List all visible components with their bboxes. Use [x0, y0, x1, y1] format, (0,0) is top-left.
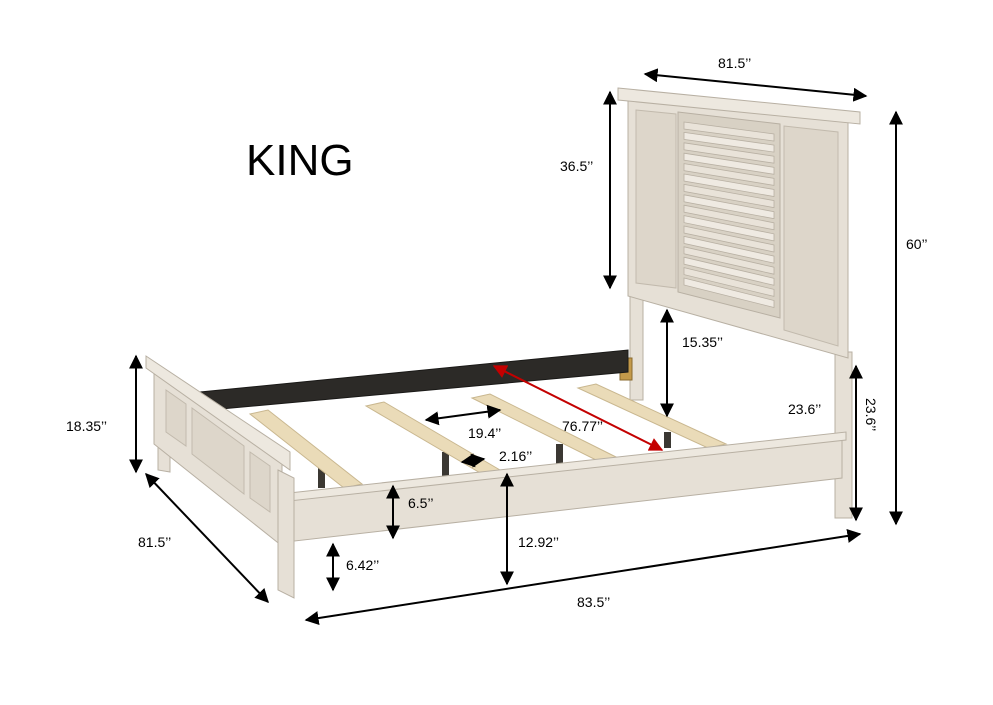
rail-brackets — [318, 432, 671, 488]
label-footboard-width: 81.5’’ — [138, 534, 171, 550]
louver-slat — [683, 204, 775, 231]
louver-slat — [683, 215, 775, 242]
label-headboard-post: 23.6’’ — [788, 401, 821, 417]
label-footboard-height: 18.35’’ — [66, 418, 107, 434]
arrow-slat-width — [460, 453, 486, 468]
louver-slat — [683, 163, 775, 186]
label-slat-spacing: 19.4’’ — [468, 425, 501, 441]
arrow-slat-spacing — [424, 404, 502, 426]
label-headboard-panel: 36.5’’ — [560, 158, 593, 174]
label-slat-width: 2.16’’ — [499, 448, 532, 464]
louver-slat — [683, 121, 775, 142]
label-rail-clearance: 12.92’’ — [518, 534, 559, 550]
label-headboard-post-rotated: 23.6’’ — [863, 398, 879, 431]
louver-slat — [683, 267, 775, 297]
size-title: KING — [246, 136, 354, 185]
headboard — [617, 87, 861, 519]
arrow-overall-length — [304, 529, 862, 625]
louver-slat — [683, 152, 775, 175]
footboard-right-leg — [277, 469, 295, 599]
arrow-footboard-width — [145, 472, 269, 604]
headboard-left-inset — [635, 109, 677, 289]
dimension-lines — [129, 68, 903, 625]
headboard-left-leg — [629, 289, 644, 401]
label-rail-length-inner: 76.77’’ — [562, 418, 603, 434]
louver-slat — [683, 225, 775, 253]
label-leg-height: 6.42’’ — [346, 557, 379, 573]
label-post-to-rail: 15.35’’ — [682, 334, 723, 350]
louver-slat — [683, 246, 775, 275]
louver-slat — [683, 235, 775, 264]
louver-slats — [683, 121, 775, 309]
louver-slat — [683, 194, 775, 220]
slat — [576, 383, 728, 449]
headboard-right-inset — [783, 125, 839, 347]
arrow-headboard-width — [643, 68, 868, 102]
label-overall-height: 60’’ — [906, 236, 928, 252]
louver-slat — [683, 131, 775, 153]
louver-slat — [683, 142, 775, 164]
arrow-rail-length-inner — [492, 365, 664, 451]
louver-slat — [683, 277, 775, 309]
louver-slat — [683, 173, 775, 197]
label-side-rail-height: 6.5’’ — [408, 495, 433, 511]
label-overall-length: 83.5’’ — [577, 594, 610, 610]
louver-slat — [683, 183, 775, 209]
slat — [248, 409, 364, 489]
footboard-inset-left — [165, 389, 187, 447]
louver-slat — [683, 256, 775, 286]
footboard-cap — [145, 355, 291, 471]
label-headboard-width: 81.5’’ — [718, 55, 751, 71]
